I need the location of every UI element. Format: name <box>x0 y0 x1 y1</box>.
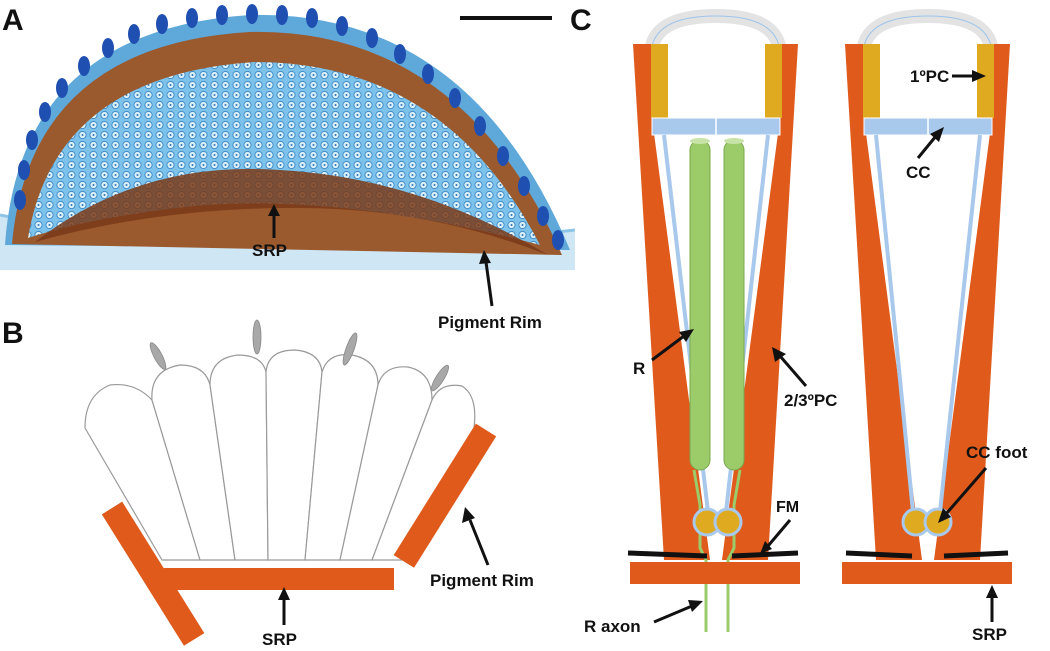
rhabdomere-a <box>689 139 711 471</box>
srp-bar-c-left <box>630 562 800 584</box>
pc-2-3-arrowhead <box>772 347 786 362</box>
cc-arrowhead <box>930 127 944 142</box>
srp-arrowhead-a <box>268 204 280 216</box>
r-axon-arrowhead <box>688 600 703 612</box>
pigment-rim-arrowhead-b <box>462 507 475 523</box>
srp-bar-c-right <box>842 562 1012 584</box>
ommatidium-left <box>627 8 800 632</box>
lower-tissue <box>0 215 575 270</box>
corneal-lenses <box>14 4 564 250</box>
panel-a-micrograph <box>0 0 575 270</box>
r-arrow <box>651 334 685 362</box>
srp-label-b: SRP <box>262 630 297 649</box>
lens-outline-right <box>862 15 993 55</box>
panel-b-letter: B <box>2 317 24 350</box>
pigment-cell-r-outer-l <box>845 44 922 560</box>
rhabdomere-b <box>723 139 745 471</box>
lens-outline-left <box>650 15 781 55</box>
primary-pc-left-a <box>651 44 668 118</box>
bristles <box>149 319 450 392</box>
cc-foot-label: CC foot <box>966 443 1028 462</box>
fenestrated-membrane-right-b <box>943 550 1009 559</box>
panel-a-letter: A <box>2 4 24 37</box>
pigment-cell-r-outer-r <box>934 44 1010 560</box>
pigment-rim-arrowhead-a <box>479 250 491 264</box>
rhabdomere-a-top <box>690 138 710 144</box>
primary-pc-left-b <box>765 44 782 118</box>
cc-foot-left-b <box>713 507 743 537</box>
srp-arrowhead-b <box>278 587 290 600</box>
pc-2-3-arrow <box>778 355 808 387</box>
fm-label: FM <box>776 499 799 516</box>
fm-arrow <box>766 519 792 547</box>
fenestrated-membrane-left-a <box>627 550 708 559</box>
srp-arrowhead-c <box>986 585 998 598</box>
pigment-rim-arrow-a <box>484 261 494 307</box>
rhabdomere-b-top <box>724 138 744 144</box>
pc-2-3-label: 2/3ºPC <box>784 391 837 410</box>
pigment-rim-arrow-b <box>468 519 490 566</box>
primary-pc-label: 1ºPC <box>910 67 949 86</box>
pigment-rim-right <box>393 423 497 568</box>
panel-c-letter: C <box>570 4 592 37</box>
ommatidia-fan <box>84 349 476 561</box>
cone-cell-process-r2 <box>938 134 982 513</box>
primary-pc-arrowhead <box>972 70 986 82</box>
lens-left <box>644 8 787 55</box>
r-axon-arrow <box>653 604 693 624</box>
fenestrated-membrane-left-b <box>731 550 799 559</box>
cc-label: CC <box>906 163 931 182</box>
ommatidium-right <box>842 8 1012 584</box>
cc-foot-arrowhead <box>938 508 951 523</box>
fm-arrowhead <box>760 541 772 554</box>
r-arrowhead <box>679 329 694 342</box>
r-axon-label: R axon <box>584 617 641 636</box>
cone-cell-process-r1 <box>874 134 915 513</box>
panel-b-diagram <box>84 319 497 646</box>
primary-pc-right-b <box>977 44 994 118</box>
pigment-rim-left <box>101 501 205 646</box>
srp-bar-b <box>164 568 394 590</box>
srp-label-c: SRP <box>972 625 1007 644</box>
srp-crescent <box>35 168 548 255</box>
cc-foot-arrow <box>944 467 988 515</box>
srp-label-a: SRP <box>252 241 287 260</box>
r-label: R <box>633 359 645 378</box>
pigment-rim-label-a: Pigment Rim <box>438 313 542 332</box>
cc-arrow <box>916 135 938 159</box>
pigment-rim-label-b: Pigment Rim <box>430 571 534 590</box>
lens-right <box>856 8 999 55</box>
primary-pc-right-a <box>863 44 880 118</box>
fenestrated-membrane-right-a <box>845 550 913 559</box>
